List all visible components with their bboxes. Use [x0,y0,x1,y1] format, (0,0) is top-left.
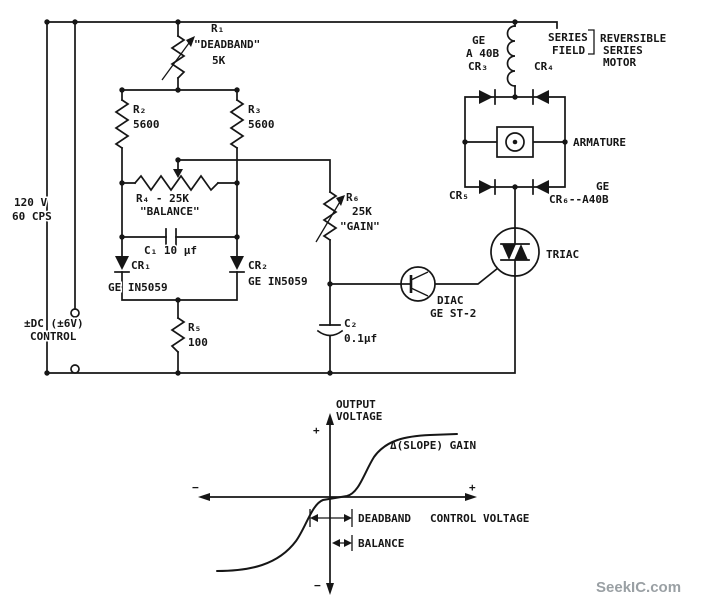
y-axis-label-2: VOLTAGE [336,410,382,423]
diode-cr4 [532,89,549,105]
armature-motor-symbol [496,126,534,158]
dc-control-voltage-label: ±DC (±6V) [24,317,84,330]
series-field-label-2: FIELD [552,44,585,57]
y-axis-minus-label: − [314,579,321,592]
cr4-ref-label: CR₄ [534,60,554,73]
balance-label: BALANCE [358,537,404,550]
r5-ref-label: R₅ [188,321,201,334]
cr1-part-label: GE IN5059 [108,281,168,294]
c2-ref-label: C₂ [344,317,357,330]
balance-dimension [332,535,353,551]
seekic-watermark: SeekIC.com [596,579,681,596]
diode-cr6 [532,179,549,195]
x-axis-plus-label: + [469,481,476,494]
r3-value-label: 5600 [248,118,275,131]
dc-control-label: CONTROL [30,330,77,343]
diode-cr3 [479,89,496,105]
slope-gain-label: Δ(SLOPE) GAIN [390,439,476,452]
r2-value-label: 5600 [133,118,160,131]
deadband-dimension [309,509,353,527]
r1-value-label: 5K [212,54,226,67]
cr5-ref-label: CR₅ [449,189,469,202]
r1-ref-label: R₁ [211,22,224,35]
resistor-r4-balance-pot [133,169,220,192]
diode-cr5 [479,179,496,195]
cr1-ref-label: CR₁ [131,259,151,272]
dc-control-terminals [70,308,80,374]
cr2-ref-label: CR₂ [248,259,268,272]
junction-dots [44,19,568,376]
diode-cr1 [114,256,130,273]
y-axis-plus-label: + [313,424,320,437]
c1-label: C₁ 10 μf [144,244,197,257]
resistor-r1-deadband-pot [161,34,195,81]
diac-label: DIAC [437,294,464,307]
diac-symbol [400,266,436,302]
r6-ref-label: R₆ [346,191,359,204]
motor-label-2: SERIES [603,44,643,57]
cr6-ref-label: CR₆--A40B [549,193,609,206]
axis-arrow-down-icon [326,583,334,595]
triac-symbol [490,227,540,277]
cr2-part-label: GE IN5059 [248,275,308,288]
triac-label: TRIAC [546,248,579,261]
r5-value-label: 100 [188,336,208,349]
cr3-ref-label: CR₃ [468,60,488,73]
r1-deadband-label: "DEADBAND" [194,38,260,51]
axis-arrow-right-icon [465,493,477,501]
r4-ref-label: R₄ - 25K [136,192,189,205]
r3-ref-label: R₃ [248,103,261,116]
capacitor-c1 [165,228,177,246]
supply-voltage-label: 120 V [14,196,47,209]
resistor-r6-gain-pot [315,190,345,243]
axis-arrow-up-icon [326,413,334,425]
bridge-ge-label: GE [472,34,485,47]
diode-cr2 [229,256,245,273]
deadband-label: DEADBAND [358,512,411,525]
motor-label-3: MOTOR [603,56,636,69]
series-field-label-1: SERIES [548,31,588,44]
diac-part-label: GE ST-2 [430,307,476,320]
r4-balance-label: "BALANCE" [140,205,200,218]
motor-label-1: REVERSIBLE [600,32,666,45]
resistor-r5 [170,316,186,354]
schematic-labels: 120 V 60 CPS ±DC (±6V) CONTROL R₁ "DEADB… [11,22,667,349]
c2-value-label: 0.1μf [344,332,377,345]
bridge-a40b-label: A 40B [466,47,499,60]
supply-frequency-label: 60 CPS [12,210,52,223]
transfer-curve-graph: OUTPUT VOLTAGE + − − + Δ(SLOPE) GAIN DEA… [192,398,529,595]
cr6-ge-label: GE [596,180,609,193]
x-axis-title: CONTROL VOLTAGE [430,512,529,525]
r2-ref-label: R₂ [133,103,146,116]
axis-arrow-left-icon [198,493,210,501]
series-field-coil [506,25,595,87]
resistor-r2 [114,98,130,150]
s-curve [216,433,458,572]
r6-gain-label: "GAIN" [340,220,380,233]
capacitor-c2 [316,324,344,337]
resistor-r3 [229,98,245,150]
y-axis-label-1: OUTPUT [336,398,376,411]
armature-label: ARMATURE [573,136,626,149]
x-axis-minus-label: − [192,481,199,494]
r6-value-label: 25K [352,205,372,218]
